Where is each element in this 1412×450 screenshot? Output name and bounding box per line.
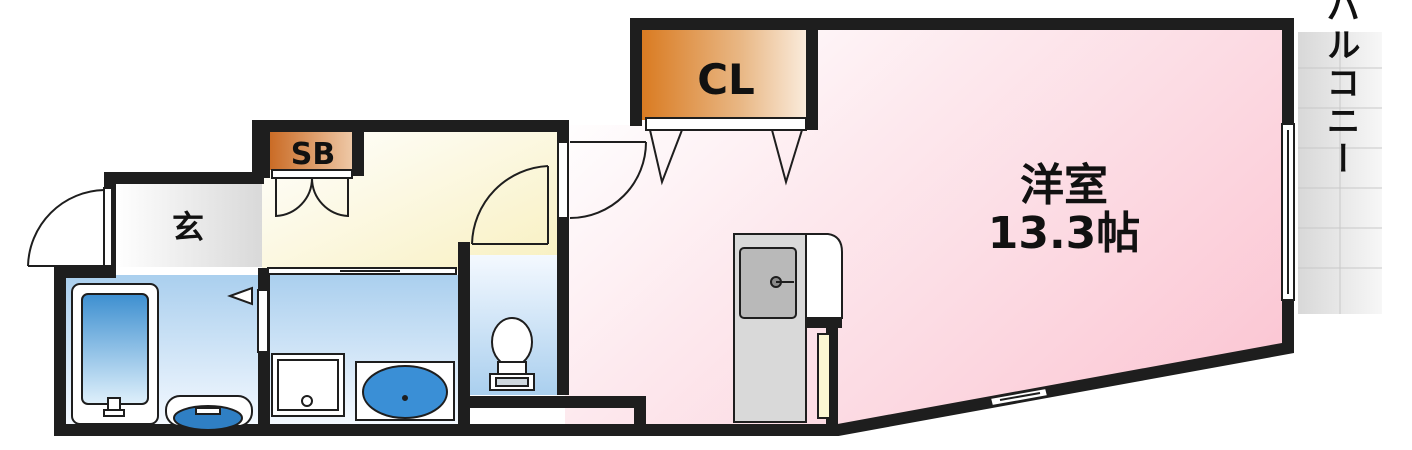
western-room-name: 洋室: [1020, 160, 1108, 211]
entrance-door: [27, 187, 113, 267]
sliding-doors: [267, 267, 457, 275]
shoe-box-wall: [352, 128, 364, 176]
closet-label: CL: [697, 55, 755, 104]
bath-divider: [257, 289, 269, 353]
balcony-tiles: [1298, 32, 1382, 314]
toilet-door: [471, 165, 549, 245]
entrance-label: 玄: [172, 208, 204, 246]
kitchen: [733, 233, 843, 423]
toilet: [489, 317, 535, 391]
western-room-size: 13.3帖: [988, 208, 1141, 259]
closet-floor: [640, 30, 810, 120]
washing-machine-pan: [271, 353, 345, 417]
vanity-sink: [355, 361, 455, 421]
bathtub: [71, 283, 159, 425]
shower-head: [227, 286, 253, 306]
bottom-window: [988, 386, 1050, 408]
closet-doors: [645, 117, 807, 186]
shoe-box-doors: [271, 169, 353, 218]
entrance-floor: [114, 182, 262, 267]
room-door: [557, 141, 647, 219]
shoe-box-floor: [265, 132, 361, 170]
balcony-window: [1281, 123, 1295, 301]
bath-washbasin: [165, 395, 253, 431]
shoe-box-label: SB: [291, 137, 335, 172]
balcony-label: バルコニー: [1320, 0, 1360, 179]
